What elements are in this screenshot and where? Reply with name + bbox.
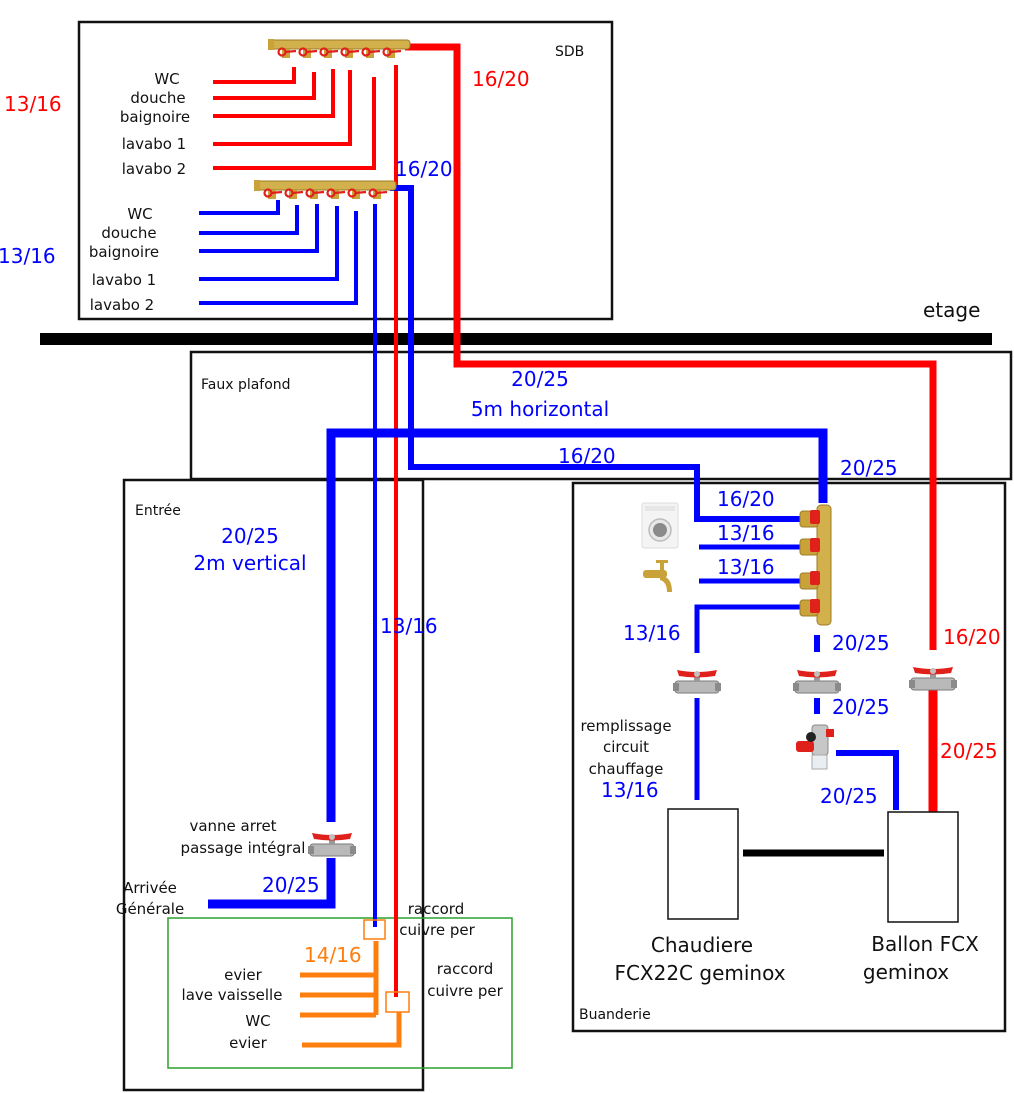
kitchen-outlet-evier-2: evier — [229, 1034, 268, 1052]
label-inlet-line2: Générale — [116, 900, 184, 918]
size-cold-branches-sdb: 13/16 — [0, 244, 56, 268]
buanderie-manifold — [799, 504, 832, 626]
hot-branch-lavabo2 — [213, 77, 376, 170]
valve-main-inlet — [307, 832, 357, 857]
size-kitchen: 14/16 — [304, 943, 362, 967]
label-buanderie: Buanderie — [579, 1007, 651, 1023]
label-tank-line2: geminox — [863, 960, 949, 984]
label-inlet-line1: Arrivée — [123, 879, 177, 897]
size-cold-main-sdb: 16/20 — [395, 157, 453, 181]
cold-outlet-douche: douche — [101, 224, 156, 242]
hot-outlet-wc: WC — [154, 70, 179, 88]
size-drop-faux-plafond: 20/25 — [840, 456, 898, 480]
size-hot-branches-sdb: 13/16 — [4, 92, 62, 116]
label-sdb: SDB — [555, 44, 584, 60]
kitchen-network — [300, 919, 410, 1048]
kitchen-outlet-lave-vaisselle: lave vaisselle — [182, 986, 283, 1004]
room-faux-plafond — [189, 350, 1013, 481]
label-valve-line1: vanne arret — [189, 817, 276, 835]
label-fill-line1: remplissage — [580, 717, 671, 735]
size-cold-group-1: 20/25 — [832, 631, 890, 655]
cold-sdb-feed-pipe — [390, 185, 800, 522]
size-main-entree: 20/25 — [221, 524, 279, 548]
size-hot-in: 16/20 — [943, 625, 1001, 649]
size-hot-main-sdb: 16/20 — [472, 67, 530, 91]
hot-branch-douche — [213, 72, 316, 100]
cold-fill-pipe — [694, 604, 800, 653]
size-hot-out: 20/25 — [940, 739, 998, 763]
size-cold-tank: 20/25 — [820, 784, 878, 808]
size-washer: 13/16 — [717, 521, 775, 545]
cold-branch-douche — [199, 205, 299, 235]
label-fitting1-line1: raccord — [408, 900, 464, 918]
valve-fill — [672, 669, 722, 694]
hot-outlet-douche: douche — [130, 89, 185, 107]
hot-outlet-lavabo1: lavabo 1 — [122, 135, 186, 153]
size-riser-entree: 13/16 — [380, 614, 438, 638]
fitting-cold — [363, 919, 386, 940]
cold-network — [199, 185, 899, 927]
cold-manifold-sdb — [252, 178, 398, 201]
floor-slab — [40, 333, 992, 345]
safety-group-icon — [796, 724, 834, 770]
label-boiler-line2: FCX22C geminox — [614, 961, 785, 985]
hot-branch-baignoire — [213, 69, 335, 118]
label-valve-line2: passage intégral — [181, 839, 306, 857]
label-fill-line3: chauffage — [589, 760, 664, 778]
label-entree: Entrée — [135, 503, 181, 519]
cold-branch-lavabo1 — [199, 206, 339, 281]
ballon-unit — [887, 811, 959, 923]
label-boiler-line1: Chaudiere — [651, 933, 753, 957]
label-etage: etage — [923, 298, 980, 322]
size-inlet: 20/25 — [262, 873, 320, 897]
hot-outlet-lavabo2: lavabo 2 — [122, 160, 186, 178]
kitchen-hot-branch-evier — [302, 1012, 402, 1048]
valve-hot-ballon — [908, 666, 958, 691]
note-main-entree: 2m vertical — [193, 551, 306, 575]
label-tank-line1: Ballon FCX — [871, 932, 979, 956]
size-manifold-in: 16/20 — [717, 487, 775, 511]
zone-kitchen — [167, 917, 513, 1069]
room-sdb — [77, 20, 614, 321]
size-tap: 13/16 — [717, 555, 775, 579]
tap-icon — [643, 560, 672, 592]
cold-outlet-wc: WC — [127, 205, 152, 223]
cold-outlet-baignoire: baignoire — [89, 243, 159, 261]
hot-branch-wc — [213, 67, 296, 84]
hot-main-pipe — [405, 43, 937, 650]
hot-network — [213, 43, 938, 997]
room-entree — [122, 478, 425, 1092]
hot-branch-lavabo1 — [213, 70, 352, 146]
kitchen-outlet-evier: evier — [224, 966, 263, 984]
label-fitting2-line1: raccord — [437, 960, 493, 978]
cold-outlet-lavabo1: lavabo 1 — [92, 271, 156, 289]
kitchen-outlet-wc: WC — [245, 1012, 270, 1030]
valve-cold-group — [792, 669, 842, 694]
label-fitting2-line2: cuivre per — [427, 982, 503, 1000]
cold-main-pipe — [326, 428, 828, 822]
label-faux-plafond: Faux plafond — [201, 377, 291, 393]
label-fill-line2: circuit — [603, 738, 649, 756]
cold-branch-wc — [199, 200, 280, 215]
size-fill-bottom: 13/16 — [601, 778, 659, 802]
cold-branch-baignoire — [199, 204, 319, 253]
size-feed-faux-plafond: 16/20 — [558, 444, 616, 468]
hot-manifold-sdb — [266, 37, 412, 60]
cold-inlet-pipe — [208, 858, 336, 909]
cold-outlet-lavabo2: lavabo 2 — [90, 296, 154, 314]
size-fill: 13/16 — [623, 621, 681, 645]
size-main-faux-plafond: 20/25 — [511, 367, 569, 391]
boiler-unit — [667, 808, 739, 920]
room-buanderie — [571, 481, 1007, 1033]
size-cold-group-2: 20/25 — [832, 695, 890, 719]
washing-machine-icon — [641, 502, 679, 549]
cold-branch-lavabo2 — [199, 211, 358, 305]
label-fitting1-line2: cuivre per — [399, 921, 475, 939]
cold-tank-pipe — [836, 750, 899, 810]
hot-outlet-baignoire: baignoire — [120, 108, 190, 126]
note-main-faux-plafond: 5m horizontal — [471, 397, 609, 421]
